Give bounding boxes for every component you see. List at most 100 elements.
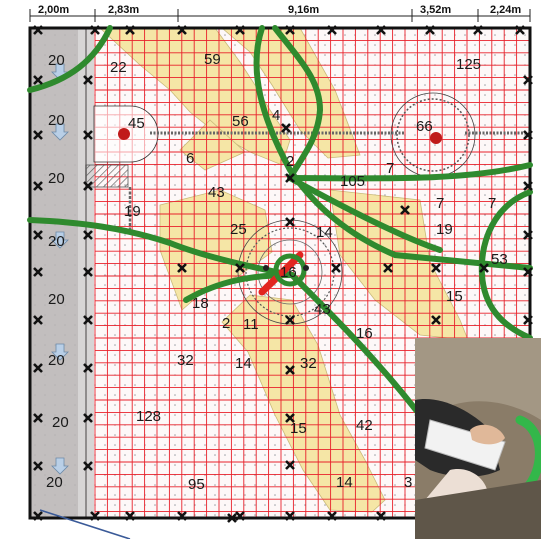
survey-marker-icon <box>281 123 291 133</box>
survey-marker-icon <box>285 460 295 470</box>
survey-marker-icon <box>83 413 93 423</box>
pointer-line <box>39 509 131 540</box>
zone-label: 6 <box>186 150 194 167</box>
survey-marker-icon <box>83 130 93 140</box>
survey-marker-icon <box>376 511 386 521</box>
zone-label: 14 <box>336 474 353 491</box>
survey-marker-icon <box>523 130 533 140</box>
zone-label: 7 <box>436 195 444 212</box>
zone-label: 18 <box>192 295 209 312</box>
central-marker <box>258 251 309 296</box>
zone-label: 3 <box>404 474 412 491</box>
survey-marker-icon <box>125 25 135 35</box>
zone-label: 20 <box>48 291 65 308</box>
survey-marker-icon <box>523 267 533 277</box>
dim-label: 3,52m <box>420 4 451 16</box>
zone-numbers: 20 20 20 20 20 20 20 20 22 59 125 45 56 … <box>46 51 508 493</box>
hedges <box>27 25 533 468</box>
survey-marker-icon <box>227 513 237 523</box>
zone-label: 128 <box>136 408 161 425</box>
inset-photo <box>415 338 541 539</box>
zone-label: 20 <box>46 474 63 491</box>
survey-marker-icon <box>327 511 337 521</box>
tree-markers <box>118 128 442 144</box>
zone-label: 20 <box>52 414 69 431</box>
zone-label: 20 <box>48 233 65 250</box>
zone-label: 105 <box>340 173 365 190</box>
survey-marker-icon <box>83 75 93 85</box>
zone-label: 66 <box>416 118 433 135</box>
zone-label: 95 <box>188 476 205 493</box>
survey-marker-icon <box>33 267 43 277</box>
zone-label: 2 <box>222 315 230 332</box>
survey-marker-icon <box>33 511 43 521</box>
survey-marker-icon <box>431 263 441 273</box>
survey-marker-icon <box>83 230 93 240</box>
survey-marker-icon <box>33 461 43 471</box>
survey-marker-icon <box>331 263 341 273</box>
survey-marker-icon <box>177 263 187 273</box>
survey-marker-icon <box>33 413 43 423</box>
down-arrow-icon <box>51 231 69 249</box>
survey-marker-icon <box>83 181 93 191</box>
hatched-block <box>85 164 129 188</box>
survey-marker-icon <box>523 181 533 191</box>
survey-marker-icon <box>83 315 93 325</box>
tree-icon <box>430 132 442 144</box>
dimension-bar: 2,00m 2,83m 9,16m 3,52m 2,24m <box>29 4 531 22</box>
flow-arrows <box>51 63 69 475</box>
survey-marker-icon <box>285 413 295 423</box>
survey-marker-icon <box>33 25 43 35</box>
zone-label: 20 <box>48 52 65 69</box>
survey-marker-icon <box>285 25 295 35</box>
zone-label: 2 <box>286 153 294 170</box>
survey-marker-icon <box>285 217 295 227</box>
zone-label: 20 <box>48 170 65 187</box>
survey-marker-icon <box>33 181 43 191</box>
survey-marker-icon <box>90 25 100 35</box>
zone-label: 15 <box>290 420 307 437</box>
zone-label: 16 <box>280 264 297 281</box>
survey-marker-icon <box>515 25 525 35</box>
zone-label: 14 <box>235 355 252 372</box>
survey-marker-icon <box>376 25 386 35</box>
survey-marker-icon <box>125 511 135 521</box>
zone-label: 53 <box>491 251 508 268</box>
zone-label: 19 <box>436 221 453 238</box>
survey-marker-icon <box>523 230 533 240</box>
zone-label: 25 <box>230 221 247 238</box>
survey-marker-icon <box>83 363 93 373</box>
survey-marker-icon <box>285 365 295 375</box>
survey-marker-icon <box>479 263 489 273</box>
zone-label: 45 <box>128 115 145 132</box>
zone-label: 43 <box>314 301 331 318</box>
down-arrow-icon <box>51 123 69 141</box>
zone-label: 125 <box>456 56 481 73</box>
survey-marker-icon <box>425 25 435 35</box>
survey-marker-icon <box>235 263 245 273</box>
zone-label: 14 <box>316 224 333 241</box>
survey-marker-icon <box>235 25 245 35</box>
survey-marker-icon <box>400 205 410 215</box>
survey-marker-icon <box>177 511 187 521</box>
survey-marker-icon <box>33 75 43 85</box>
tree-icon <box>118 128 130 140</box>
dim-label: 2,00m <box>38 4 69 16</box>
survey-marker-icon <box>33 230 43 240</box>
down-arrow-icon <box>51 457 69 475</box>
dim-label: 2,83m <box>108 4 139 16</box>
survey-marker-icon <box>83 461 93 471</box>
survey-marker-icon <box>523 75 533 85</box>
survey-marker-icon <box>327 25 337 35</box>
survey-marker-icon <box>523 315 533 325</box>
survey-marker-icon <box>383 263 393 273</box>
survey-marker-icon <box>473 25 483 35</box>
survey-marker-icon <box>33 130 43 140</box>
zone-label: 4 <box>272 107 280 124</box>
survey-marker-icon <box>83 267 93 277</box>
zone-label: 16 <box>356 325 373 342</box>
dim-label: 2,24m <box>490 4 521 16</box>
zone-label: 11 <box>243 316 259 333</box>
